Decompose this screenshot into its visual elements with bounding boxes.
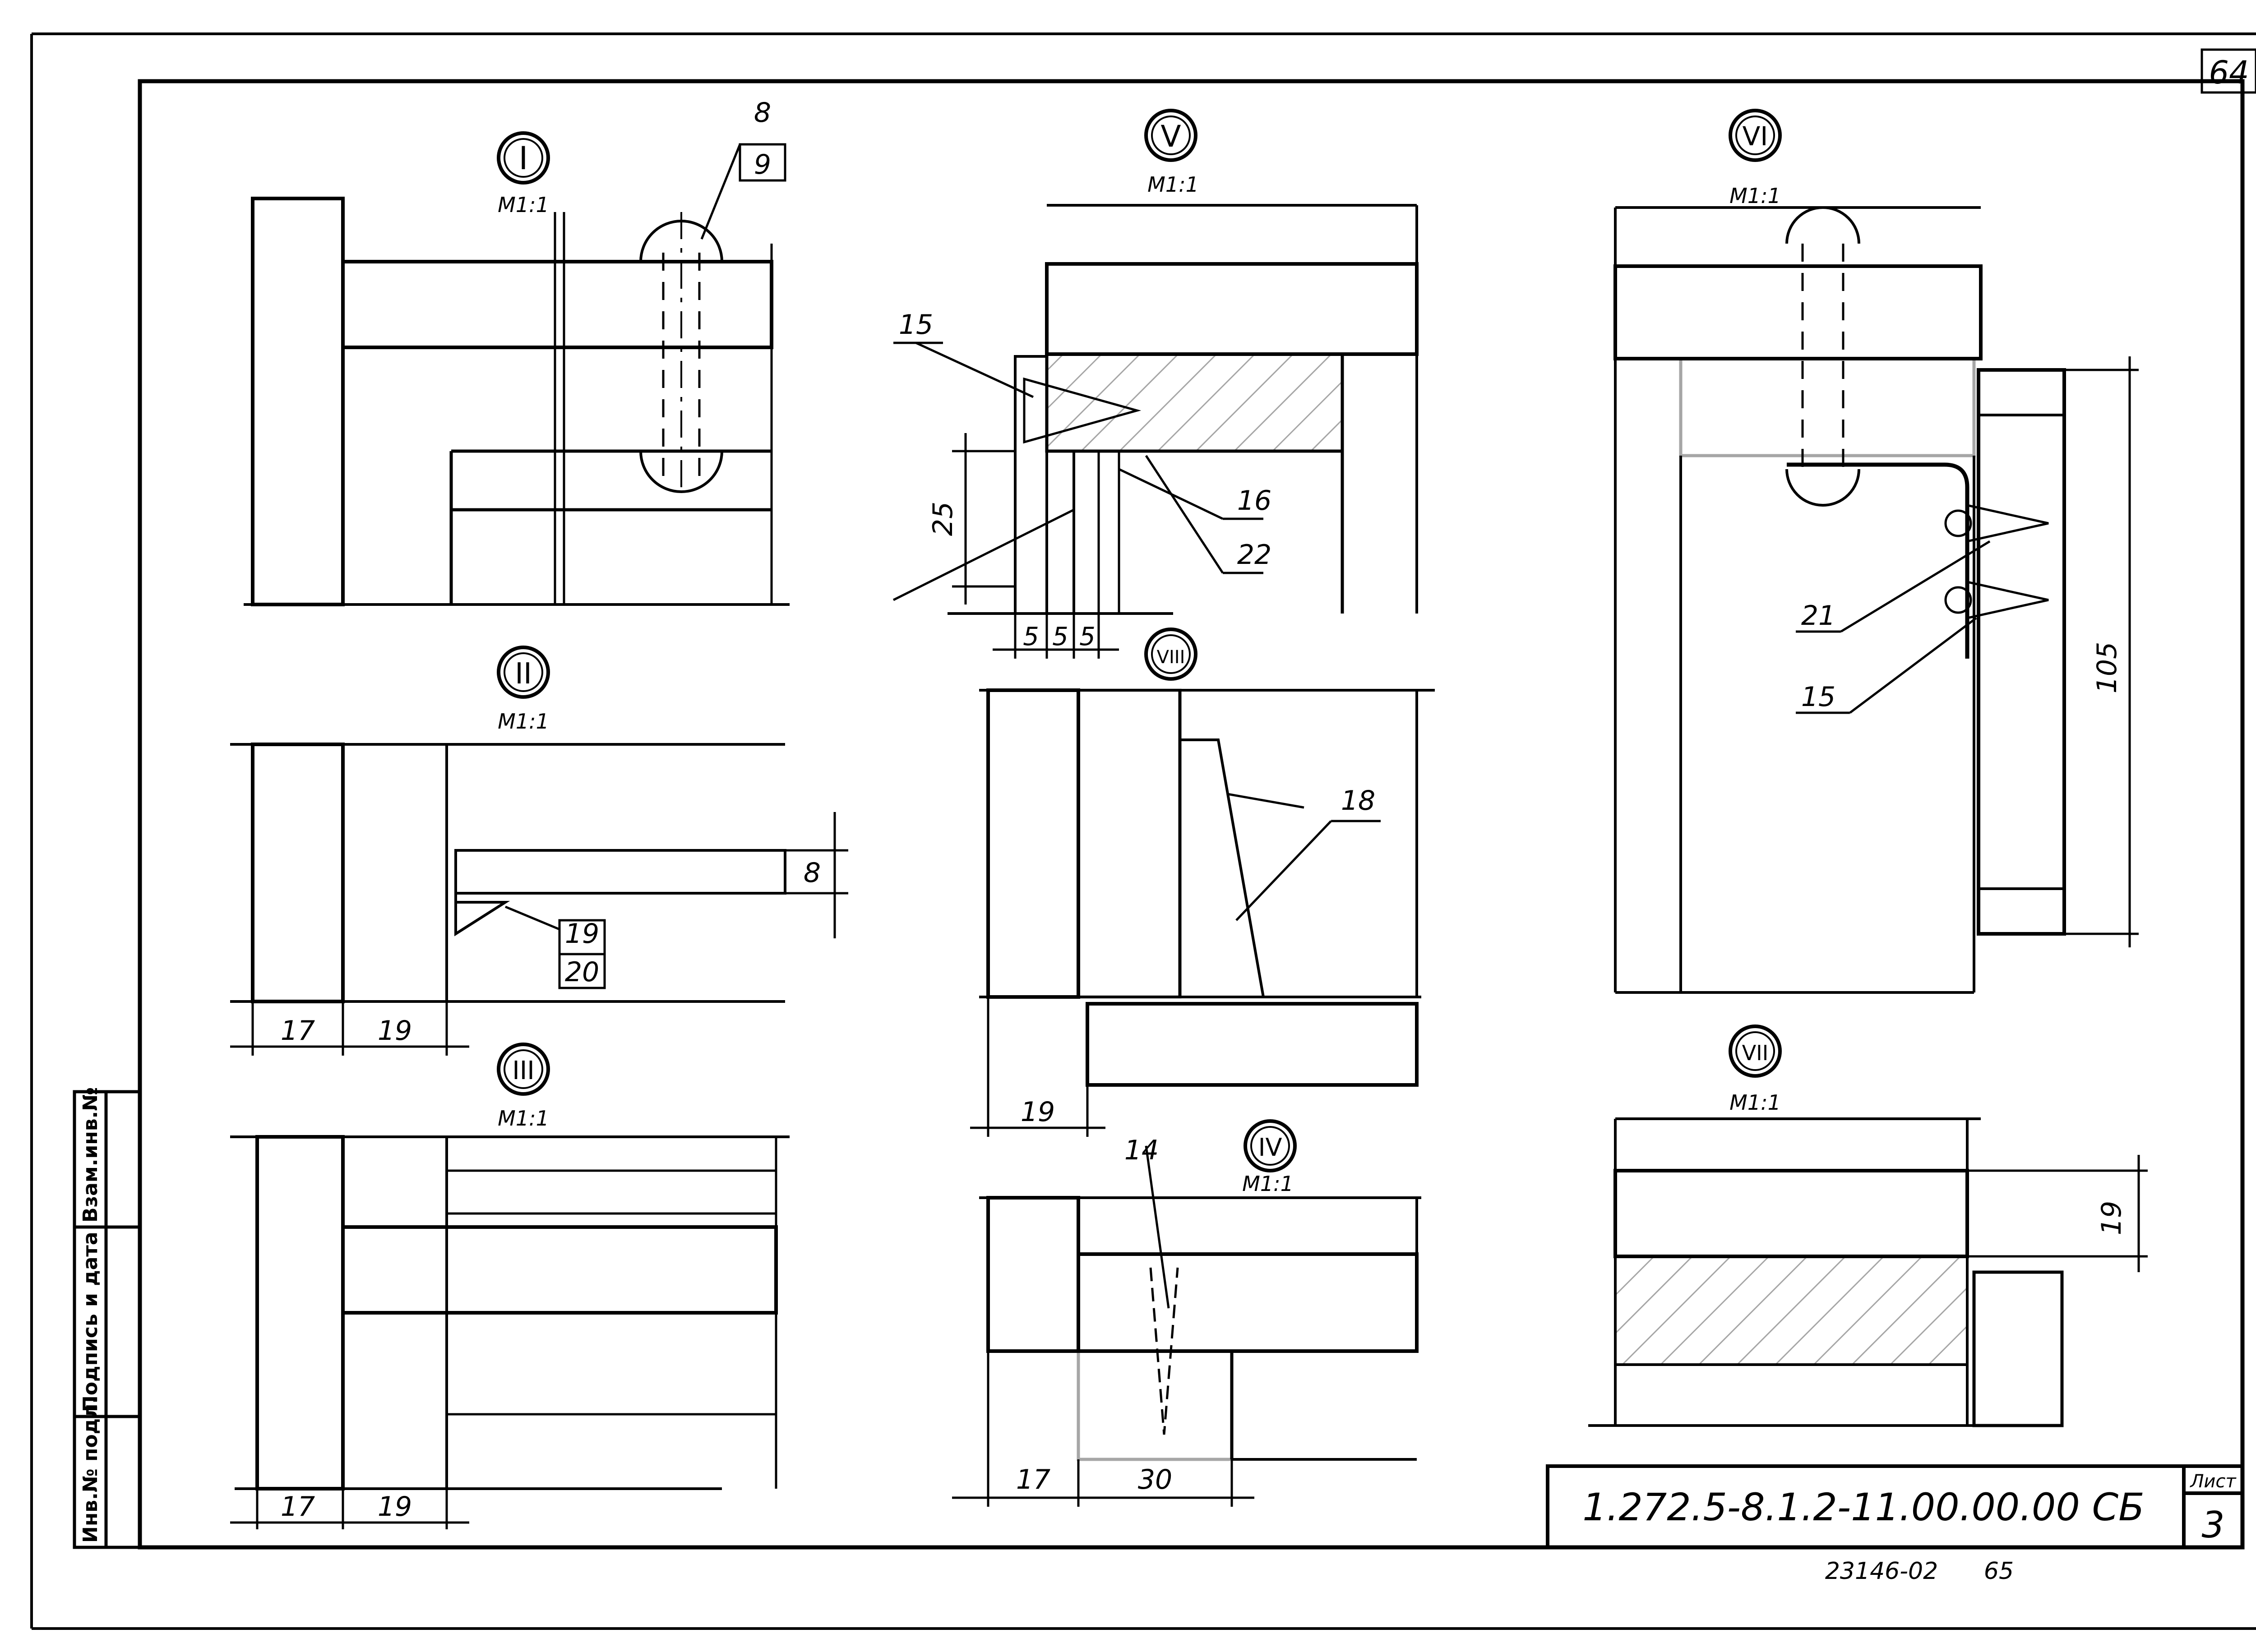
dim-25: 25: [927, 502, 959, 536]
detail-I-numeral: I: [519, 140, 528, 177]
dim-17a: 17: [281, 1015, 315, 1047]
callout-19: 19: [565, 918, 599, 950]
dim-19d: 19: [2096, 1201, 2127, 1235]
callout-14: 14: [1124, 1135, 1159, 1166]
detail-II-numeral: II: [515, 657, 532, 691]
detail-I: I М1:1: [244, 131, 790, 606]
order-number: 23146-02: [1825, 1558, 1938, 1585]
detail-V-numeral: V: [1160, 119, 1181, 154]
dim-5a: 5: [1023, 622, 1039, 651]
detail-I-scale: М1:1: [498, 193, 549, 217]
detail-V: V М1:1: [892, 109, 1419, 659]
dim-19b: 19: [378, 1491, 412, 1523]
document-code: 1.272.5-8.1.2-11.00.00.00 СБ: [1582, 1485, 2145, 1529]
page-corner-number: 64: [2209, 54, 2249, 91]
callout-16: 16: [1237, 485, 1271, 517]
dim-105: 105: [2091, 642, 2123, 694]
callout-15-vi: 15: [1801, 681, 1835, 713]
stamp-inv-orig: Инв.№ подл.: [79, 1396, 102, 1543]
dim-17c: 17: [1016, 1464, 1050, 1495]
detail-IV: IV М1:1: [952, 1119, 1421, 1507]
dim-5b: 5: [1052, 622, 1068, 651]
detail-VI-numeral: VI: [1743, 121, 1768, 152]
page-bottom-number: 65: [1984, 1558, 2014, 1585]
detail-V-scale: М1:1: [1147, 172, 1199, 197]
detail-VI: VI М1:1: [1613, 109, 2139, 994]
detail-VIII-numeral: VIII: [1157, 647, 1185, 668]
callout-15-v: 15: [899, 309, 933, 341]
callout-8: 8: [754, 97, 771, 129]
dim-19a: 19: [378, 1015, 412, 1047]
sheet-number: 3: [2202, 1504, 2225, 1546]
dim-8: 8: [804, 857, 821, 889]
side-stamp: [73, 1090, 142, 1549]
detail-VIII: VIII: [970, 628, 1435, 1137]
dim-17b: 17: [281, 1491, 315, 1523]
detail-VII: VII М1:1: [1588, 1024, 2148, 1427]
detail-III: III М1:1: [230, 1043, 790, 1529]
detail-VII-scale: М1:1: [1729, 1090, 1781, 1115]
title-block: [1546, 1464, 2244, 1549]
detail-VII-numeral: VII: [1742, 1041, 1769, 1065]
callout-20: 20: [565, 956, 599, 988]
sheet-frame: [30, 32, 2256, 1630]
detail-IV-numeral: IV: [1258, 1133, 1282, 1162]
dim-30: 30: [1138, 1464, 1172, 1495]
callout-9: 9: [754, 149, 771, 180]
detail-IV-scale: М1:1: [1242, 1172, 1294, 1196]
sheet-label: Лист: [2189, 1471, 2237, 1492]
detail-VI-scale: М1:1: [1729, 184, 1781, 208]
callout-22: 22: [1237, 539, 1271, 571]
detail-II: II М1:1: [230, 646, 848, 1056]
callout-21: 21: [1801, 600, 1835, 632]
dim-19c: 19: [1021, 1096, 1055, 1128]
detail-III-scale: М1:1: [498, 1106, 549, 1131]
callout-18: 18: [1341, 785, 1375, 817]
detail-III-numeral: III: [512, 1056, 535, 1085]
detail-II-scale: М1:1: [498, 709, 549, 734]
dim-5c: 5: [1079, 622, 1096, 651]
stamp-inv-replace: Взам.инв.№: [79, 1087, 102, 1223]
stamp-sign-date: Подпись и дата: [79, 1232, 102, 1412]
